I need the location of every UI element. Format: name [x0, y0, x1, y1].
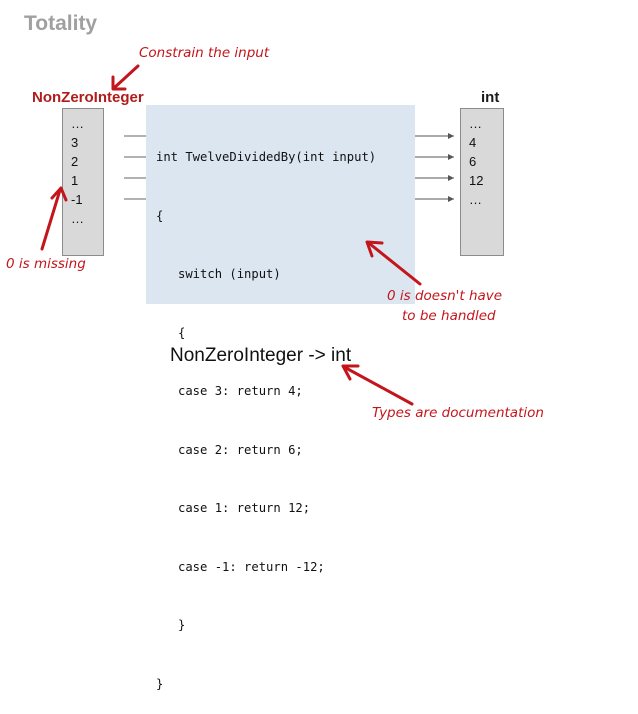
domain-value: …	[71, 211, 84, 226]
handled-arrow	[368, 242, 422, 286]
code-line: case 2: return 6;	[156, 442, 303, 457]
domain-value: …	[71, 116, 84, 131]
slide-title: Totality	[24, 12, 98, 35]
types-arrow	[344, 366, 414, 406]
missing-annotation: 0 is missing	[6, 256, 86, 272]
code-line: {	[156, 325, 186, 340]
code-line: case 3: return 4;	[156, 384, 303, 398]
code-line: case 1: return 12;	[156, 501, 311, 515]
domain-value: 1	[71, 173, 79, 188]
handled-arrowhead	[365, 240, 384, 258]
code-line: {	[156, 208, 164, 223]
types-annotation: Types are documentation	[372, 405, 544, 421]
domain-label: NonZeroInteger	[32, 89, 144, 106]
constrain-annotation: Constrain the input	[139, 45, 270, 61]
constrain-arrowhead	[111, 75, 127, 91]
codomain-value: 12	[469, 173, 484, 188]
domain-value: 2	[71, 154, 79, 169]
codomain-value: 4	[469, 135, 477, 150]
code-line: }	[156, 676, 164, 691]
constrain-arrow	[112, 64, 140, 90]
domain-set-box: … 3 2 1 -1 …	[62, 108, 104, 256]
arrows-layer	[40, 64, 454, 406]
handled-annotation-line2: to be handled	[402, 308, 496, 324]
codomain-set-box: … 4 6 12 …	[460, 108, 504, 256]
handled-annotation-line1: 0 is doesn't have	[387, 288, 503, 304]
types-arrowhead	[341, 364, 360, 381]
missing-arrow	[40, 188, 62, 251]
code-line: }	[156, 618, 186, 632]
type-signature: NonZeroInteger -> int	[170, 345, 352, 366]
domain-value: 3	[71, 135, 79, 150]
codomain-value: …	[469, 116, 482, 131]
code-line: case -1: return -12;	[156, 559, 325, 574]
domain-value: -1	[71, 192, 83, 207]
code-line: int TwelveDividedBy(int input)	[156, 150, 377, 164]
codomain-label: int	[481, 89, 500, 106]
codomain-value: 6	[469, 154, 477, 169]
missing-arrowhead	[50, 186, 68, 202]
code-line: switch (input)	[156, 267, 281, 281]
codomain-value: …	[469, 192, 482, 207]
